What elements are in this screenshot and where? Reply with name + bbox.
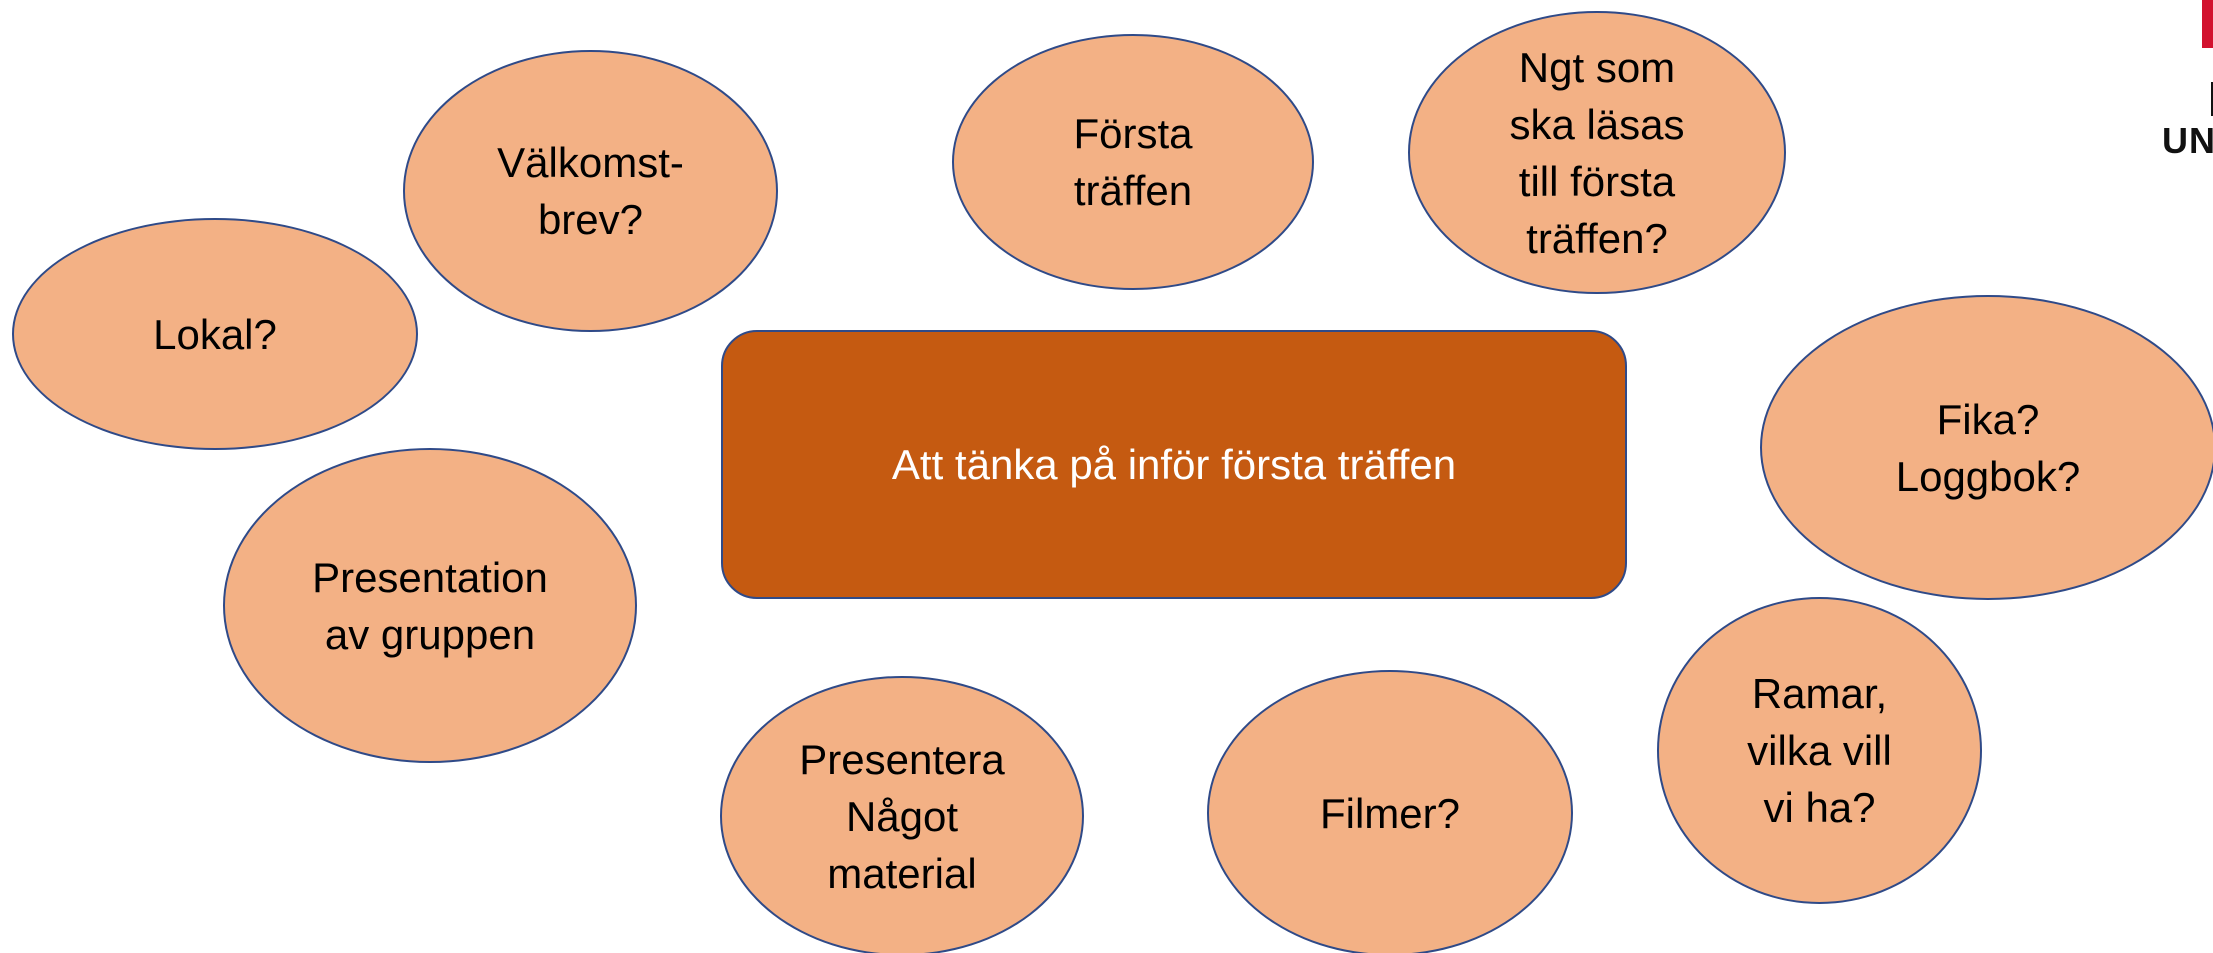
bubble-lokal-label: Lokal? bbox=[153, 310, 277, 358]
bubble-lasning: Ngt som ska läsas till första träffen? bbox=[1408, 11, 1786, 294]
bubble-ramar-label: Ramar, vilka vill vi ha? bbox=[1747, 670, 1892, 831]
bubble-forsta-traffen-label: Första träffen bbox=[1073, 110, 1193, 214]
bubble-fika-loggbok-label: Fika? Loggbok? bbox=[1895, 395, 2081, 500]
bubble-ramar: Ramar, vilka vill vi ha? bbox=[1657, 597, 1982, 904]
bubble-filmer: Filmer? bbox=[1207, 670, 1573, 953]
bubble-forsta-traffen: Första träffen bbox=[952, 34, 1314, 290]
bubble-valkomstbrev: Välkomst- brev? bbox=[403, 50, 778, 332]
bubble-presentation-gruppen-label: Presentation av gruppen bbox=[312, 553, 548, 658]
bubble-presentation-gruppen: Presentation av gruppen bbox=[223, 448, 637, 763]
logo-text: UNI bbox=[2162, 120, 2213, 161]
bubble-fika-loggbok: Fika? Loggbok? bbox=[1760, 295, 2213, 600]
bubble-presentera-material: Presentera Något material bbox=[720, 676, 1084, 953]
central-topic-box: Att tänka på inför första träffen bbox=[721, 330, 1627, 599]
bubble-lokal: Lokal? bbox=[12, 218, 418, 450]
bubble-lasning-label: Ngt som ska läsas till första träffen? bbox=[1509, 43, 1685, 262]
bubble-valkomstbrev-label: Välkomst- brev? bbox=[497, 139, 684, 243]
university-logo: UNI bbox=[2150, 0, 2213, 170]
logo-red-mark bbox=[2202, 0, 2213, 48]
logo-glyph bbox=[2211, 82, 2213, 116]
bubble-filmer-label: Filmer? bbox=[1319, 789, 1460, 837]
central-topic-label: Att tänka på inför första träffen bbox=[891, 440, 1457, 488]
bubble-presentera-material-label: Presentera Något material bbox=[799, 735, 1005, 897]
